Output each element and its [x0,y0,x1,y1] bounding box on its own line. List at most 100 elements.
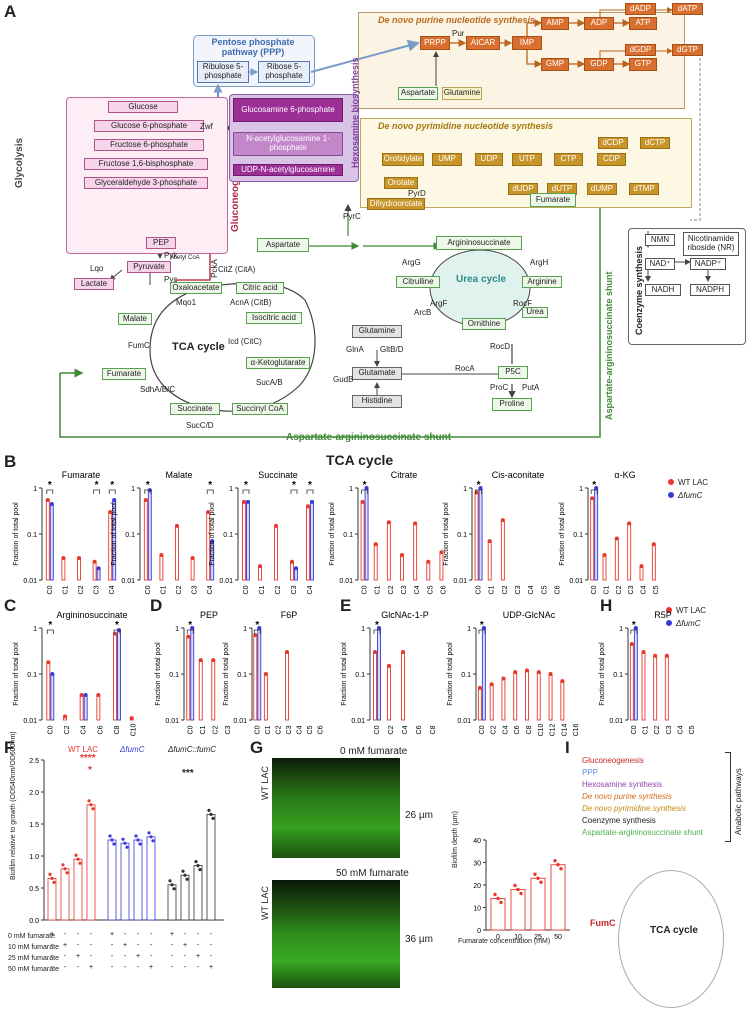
argf-enzyme: ArgF [430,299,448,308]
y-tick-label: 0.1 [343,532,353,539]
y-axis-label: Fraction of total pool [447,642,454,706]
g6p-box: Glucose 6-phosphate [94,120,204,132]
x-tick-label: C5 [689,725,696,734]
point-wt [77,556,81,561]
x-tick-label: C2 [388,585,395,594]
y-tick-label: 0.01 [351,718,365,725]
f-condition-mark: - [77,931,80,938]
point-wt [489,682,494,687]
chart-title: Cis-aconitate [492,470,545,480]
significance-bracket [206,489,214,494]
udp-box: UDP [475,153,503,166]
ribulose-box: Ribulose 5-phosphate [197,61,249,83]
biofilm-image-0mm [272,758,400,858]
f-condition-mark: + [110,931,114,938]
x-tick-label: C4 [641,585,648,594]
x-tick-label: C2 [275,725,282,734]
nadp-box: NADP⁺ [690,258,726,270]
point-wt [108,510,113,515]
f-y-tick-label: 1.5 [29,822,39,829]
significance-bracket [253,629,261,634]
anabolic-pathway-item: Hexosamine synthesis [582,780,663,789]
f-point [121,837,125,841]
suca-enzyme: SucA/B [256,378,283,387]
fumarate-box: Fumarate [102,368,146,380]
g-point [539,880,543,884]
glna-enzyme: GlnA [346,345,364,354]
x-tick-label: C12 [550,723,557,736]
f-condition-mark: - [111,953,114,960]
chart-title: α-KG [614,470,635,480]
point-wt [143,497,148,502]
x-tick-label: C0 [476,585,483,594]
significance-bracket [46,489,54,494]
y-tick-label: 0.01 [453,578,467,585]
x-tick-label: C8 [430,725,437,734]
g-bar [510,889,526,931]
significance-bracket [306,489,314,494]
significance-star: * [110,480,114,491]
x-tick-label: C0 [243,585,250,594]
f-point [78,861,82,865]
significance-bracket [290,489,298,494]
glutamate-box: Glutamate [352,367,402,380]
point-wt [627,521,632,526]
x-tick-label: C2 [502,585,509,594]
anabolic-pathway-item: Coenzyme synthesis [582,816,656,825]
f-point [211,816,215,821]
y-tick-label: 0.01 [569,578,583,585]
legend-ko-dot [668,492,674,498]
p5c-box: P5C [498,366,528,379]
panel-label-e: E [340,596,352,615]
f-condition-mark: - [171,964,174,971]
citric-box: Citric acid [236,282,284,294]
y-tick-label: 1 [243,626,247,633]
f-point [172,887,176,891]
x-tick-label: C16 [573,723,580,736]
point-wt [426,559,431,564]
x-tick-label: C4 [109,585,116,594]
ornithine-box: Ornithine [462,318,506,330]
significance-star: * [308,480,312,491]
glucose-box: Glucose [108,101,178,113]
f-cond-0: 0 mM fumarate [8,933,56,940]
point-wt [439,550,444,555]
lactate-box: Lactate [74,278,114,290]
f-point [63,867,67,871]
significance-bracket [630,629,638,634]
chart-title: Succinate [258,470,298,480]
significance-star: * [48,480,52,491]
x-tick-label: C5 [541,585,548,594]
point-wt [501,676,506,681]
f6p-box: Fructose 6-phosphate [94,139,204,151]
significance-bracket [361,489,368,494]
x-tick-label: C0 [254,725,261,734]
amp-box-2: AMP [541,17,569,30]
f-point [151,839,155,843]
citz-enzyme: CitZ (CitA) [218,265,256,274]
chart-title: Argininosuccinate [56,610,127,620]
f-condition-mark: - [64,953,67,960]
urea-title: Urea cycle [456,274,507,285]
panel-label-d: D [150,596,163,615]
point-ko [481,626,486,630]
significance-star: * [208,480,212,491]
gudb-enzyme: GudB [333,375,354,384]
significance-bracket [144,489,152,494]
g-x-tick-label: 50 [554,934,562,941]
point-wt [190,556,195,561]
point-ko [594,486,599,490]
point-wt [96,692,101,697]
f-condition-mark: - [210,953,213,960]
point-ko [633,626,638,630]
chart-title: Citrate [391,470,418,480]
anabolic-pathway-item: PPP [582,768,599,777]
f-point [183,873,187,877]
point-wt [590,496,595,501]
significance-star: * [375,620,379,631]
glutamine-box: Glutamine [352,325,402,338]
f-condition-mark: - [150,953,153,960]
